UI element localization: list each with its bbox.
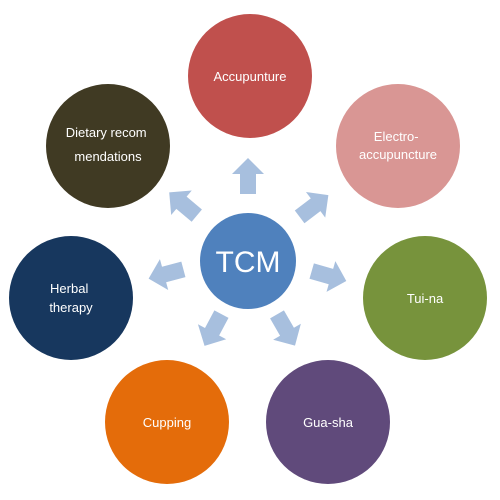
node-herbal-therapy: Herbal therapy xyxy=(9,236,133,360)
center-circle xyxy=(200,213,296,309)
arrows-group xyxy=(148,158,347,346)
node-tui-na: Tui-na xyxy=(363,236,487,360)
node-label: Dietary recom mendations xyxy=(66,125,151,164)
node-circle xyxy=(336,84,460,208)
nodes-group: Accupunture Electro- accupuncture Tui-na… xyxy=(9,14,487,484)
center-label: TCM xyxy=(216,246,281,279)
node-gua-sha: Gua-sha xyxy=(266,360,390,484)
arrow-tui-na xyxy=(309,261,347,292)
node-circle xyxy=(105,360,229,484)
node-label: Gua-sha xyxy=(303,415,354,430)
node-label: Herbal therapy xyxy=(49,281,93,315)
center-node: TCM xyxy=(200,213,296,309)
node-accupunture: Accupunture xyxy=(188,14,312,138)
arrow-electro-acupuncture xyxy=(294,192,329,224)
node-label: Electro- accupuncture xyxy=(359,129,437,162)
node-label: Tui-na xyxy=(407,291,444,306)
node-label: Accupunture xyxy=(214,69,287,84)
arrow-dietary-recommendations xyxy=(169,190,202,222)
node-cupping: Cupping xyxy=(105,360,229,484)
node-circle xyxy=(9,236,133,360)
node-dietary-recommendations: Dietary recom mendations xyxy=(46,84,170,208)
node-circle xyxy=(188,14,312,138)
arrow-accupunture xyxy=(232,158,264,194)
node-label: Cupping xyxy=(143,415,191,430)
node-circle xyxy=(46,84,170,208)
arrow-gua-sha xyxy=(270,310,301,346)
node-electro-acupuncture: Electro- accupuncture xyxy=(336,84,460,208)
node-circle xyxy=(363,236,487,360)
arrow-cupping xyxy=(197,310,229,346)
arrow-herbal-therapy xyxy=(148,259,186,290)
node-circle xyxy=(266,360,390,484)
